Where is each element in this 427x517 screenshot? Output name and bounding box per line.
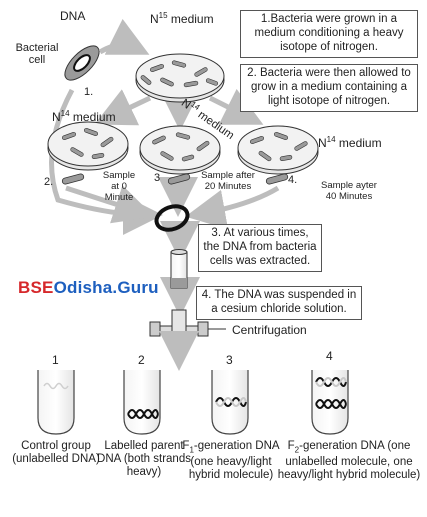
brand-watermark: BSEOdisha.Guru: [18, 278, 159, 297]
tube-4-number: 4: [326, 349, 333, 363]
centrifuge: [149, 309, 226, 371]
dna-label: DNA: [60, 9, 86, 23]
n14-right-label: N14 medium: [318, 135, 382, 150]
flow-arrows: [49, 18, 280, 317]
step-2-box: 2. Bacteria were then allowed to grow in…: [240, 64, 418, 112]
tube-2-caption: Labelled parent DNA (both strands heavy): [97, 440, 191, 478]
tube-1: [37, 370, 75, 435]
n15-dish: [135, 53, 225, 103]
step-4-box: 4. The DNA was suspended in a cesium chl…: [196, 286, 362, 320]
sample-cells: [61, 173, 289, 185]
step-2-label: 2.: [44, 176, 54, 188]
sample-0-label: Sample at 0 Minute: [102, 170, 136, 203]
centrifuge-tubes: [37, 370, 349, 435]
tube-2-number: 2: [138, 353, 145, 367]
step-3-box: 3. At various times, the DNA from bacter…: [198, 224, 322, 272]
step-3-label: 3: [154, 172, 161, 184]
step-1-label: 1.: [84, 86, 94, 98]
sample-40-label: Sample ayter 40 Minutes: [321, 180, 377, 202]
dna-ring: [154, 204, 190, 232]
tube-2: [123, 370, 161, 435]
sample-20-label: Sample after 20 Minutes: [201, 170, 255, 192]
tube-4-caption: F2-generation DNA (one unlabelled molecu…: [277, 440, 421, 482]
step-1-box: 1.Bacteria were grown in a medium condit…: [240, 10, 418, 58]
centrifugation-label: Centrifugation: [232, 323, 307, 337]
tube-3: [211, 370, 249, 435]
bacterial-cell-label: Bacterial cell: [15, 42, 59, 66]
step-4-label: 4.: [288, 174, 298, 186]
n14-dish-right: [237, 125, 319, 175]
n14-left-label: N14 medium: [52, 109, 116, 124]
n15-medium-label: N15 medium: [150, 11, 214, 26]
bacterial-cell: [64, 45, 100, 81]
n14-dish-left: [47, 121, 129, 171]
extraction-tube: [170, 249, 188, 289]
tube-1-caption: Control group (unlabelled DNA): [12, 440, 100, 465]
tube-3-caption: F1-generation DNA (one heavy/light hybri…: [182, 440, 280, 482]
tube-4: [311, 370, 349, 435]
tube-3-number: 3: [226, 353, 233, 367]
tube-1-number: 1: [52, 353, 59, 367]
n14-dish-middle: [139, 125, 221, 175]
